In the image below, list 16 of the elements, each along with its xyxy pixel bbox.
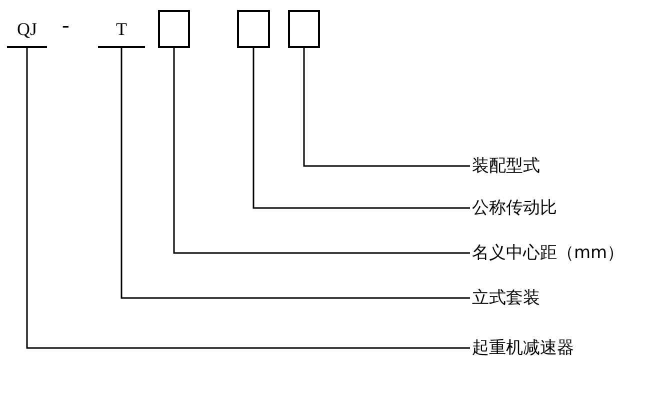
separator-dash: - (62, 12, 70, 38)
description-text: 装配型式 (472, 155, 540, 177)
code-letter: T (98, 14, 145, 48)
code-box (288, 10, 320, 48)
leader-line (173, 48, 470, 254)
leader-line (303, 48, 470, 167)
code-box (158, 10, 190, 48)
description-text: 起重机减速器 (472, 337, 574, 359)
code-letter: QJ (7, 14, 47, 48)
description-text: 立式套装 (472, 287, 540, 309)
leader-line (26, 48, 470, 349)
code-box (237, 10, 270, 48)
leader-line (252, 48, 470, 209)
description-text: 公称传动比 (472, 197, 557, 219)
description-text: 名义中心距（mm） (472, 242, 624, 264)
leader-line (120, 48, 470, 299)
